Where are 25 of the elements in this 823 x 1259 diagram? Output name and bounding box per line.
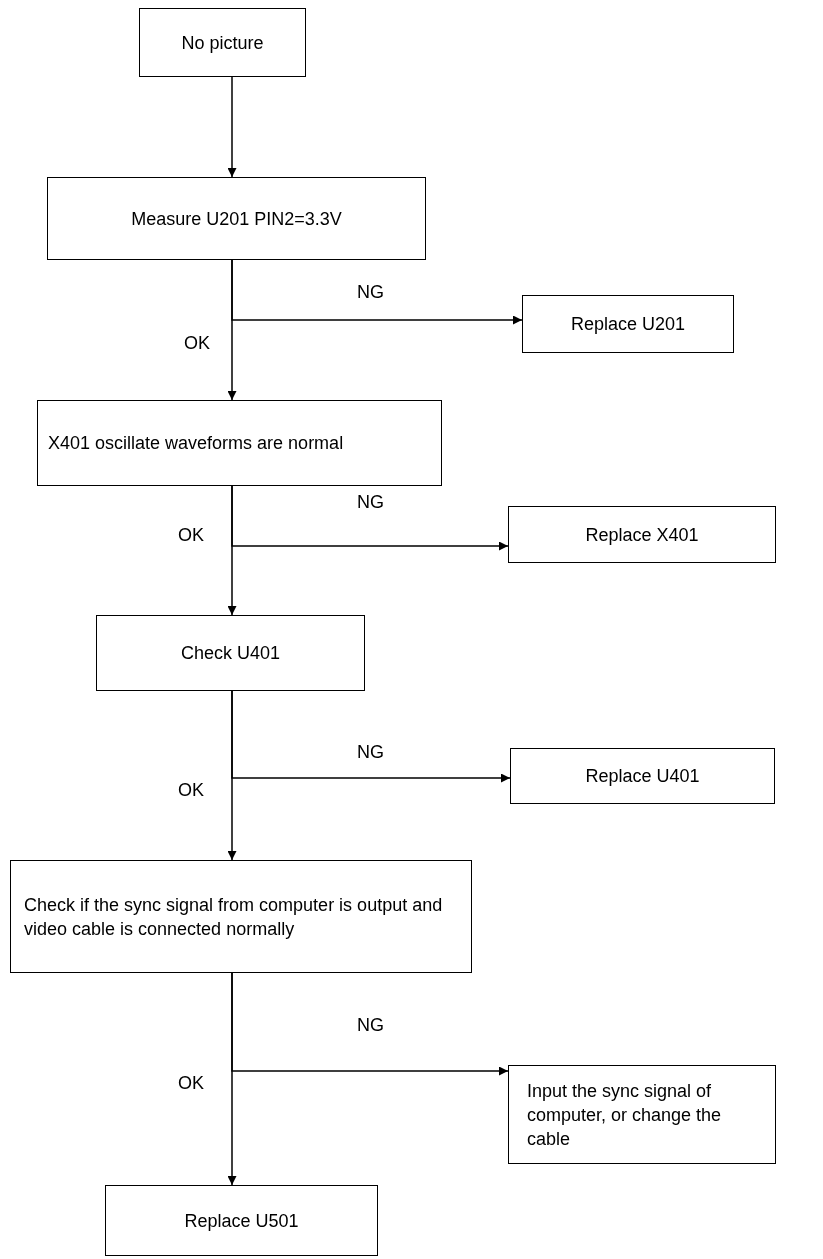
box-text: Replace U401 <box>585 765 700 788</box>
box-text: No picture <box>181 31 264 55</box>
process-box <box>508 1065 776 1164</box>
box-text: Replace X401 <box>585 523 699 547</box>
arrow <box>227 485 237 616</box>
process-box <box>522 295 734 353</box>
box-text: Replace U501 <box>184 1209 299 1233</box>
box-text: Check U401 <box>180 642 281 665</box>
box-text: Measure U201 PIN2=3.3V <box>131 207 342 231</box>
process-box <box>510 748 775 804</box>
process-box <box>47 177 426 260</box>
arrow <box>227 259 237 401</box>
box-text: Check if the sync signal from computer is output and video cable is connected normally <box>24 893 444 941</box>
box-text: Input the sync signal of computer, or change the cable <box>527 1079 723 1151</box>
box-text: X401 oscillate waveforms are normal <box>48 432 344 455</box>
box-text: Replace U201 <box>570 313 686 336</box>
arrow <box>227 690 237 861</box>
process-box <box>139 8 306 77</box>
arrow <box>227 76 237 178</box>
arrow <box>227 972 237 1186</box>
process-box <box>105 1185 378 1256</box>
process-box <box>10 860 472 973</box>
process-box <box>96 615 365 691</box>
process-box <box>37 400 442 486</box>
process-box <box>508 506 776 563</box>
